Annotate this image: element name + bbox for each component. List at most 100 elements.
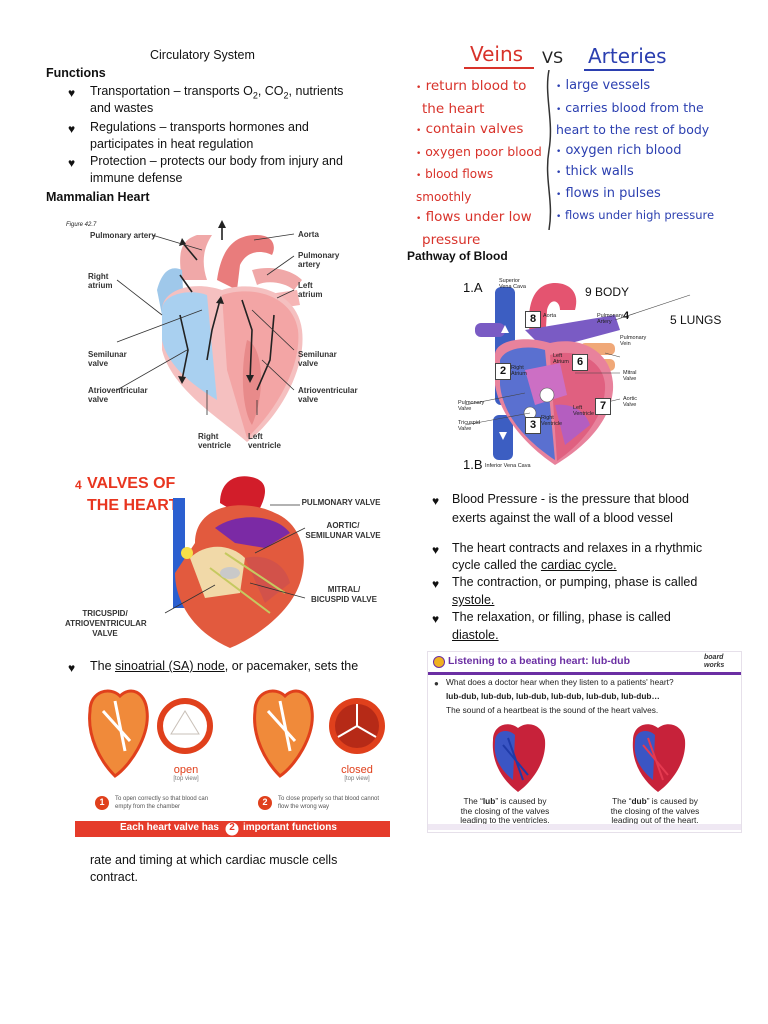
valves-title-line1: VALVES OF — [87, 475, 176, 492]
beating-hearts-image — [492, 724, 686, 792]
sa-node-line1: The sinoatrial (SA) node, or pacemaker, … — [90, 659, 359, 673]
mammalian-heart-figure: Figure 42.7 Pulmonary artery Aorta Pulmo… — [62, 220, 372, 455]
label-right-ventricle: Right ventricle — [198, 432, 231, 450]
heart-bullet-icon: ♥ — [68, 122, 76, 136]
banner-text-post: important functions — [243, 822, 337, 833]
function-protection: Protection – protects our body from inju… — [90, 154, 343, 168]
veins-list: • return blood to the heart • contain va… — [416, 78, 542, 248]
arteries-underline — [584, 69, 654, 71]
label-left-atrium: Left atrium — [298, 281, 323, 299]
valves-title-line2: THE HEART — [87, 497, 179, 514]
label-pulmonary-artery-right: Pulmonary artery — [298, 251, 340, 269]
cardiac-cycle-line2: cycle called the cardiac cycle. — [452, 558, 617, 572]
lub-caption: The “lub” is caused by the closing of th… — [460, 796, 550, 825]
slide-footer — [428, 824, 741, 830]
function-regulations: Regulations – transports hormones and — [90, 120, 309, 134]
step-4: 4 — [622, 310, 630, 322]
arteries-heading: Arteries — [588, 44, 667, 68]
heart-bullet-icon: ♥ — [68, 86, 76, 100]
label-9-body: 9 BODY — [585, 285, 630, 299]
systole-line1: The contraction, or pumping, phase is ca… — [452, 575, 698, 589]
label-left-ventricle: Left ventricle — [248, 432, 281, 450]
label-5-lungs: 5 LUNGS — [670, 313, 722, 327]
label-semilunar-left: Semilunar valve — [88, 350, 127, 368]
diastole-line1: The relaxation, or filling, phase is cal… — [452, 610, 671, 624]
heart-bullet-icon: ♥ — [68, 156, 76, 170]
step-7: 7 — [595, 398, 611, 415]
label-right-atrium: Right atrium — [88, 272, 113, 290]
functions-heading: Functions — [46, 66, 106, 80]
label-pulmonary-artery: Pulmonary artery — [90, 231, 156, 240]
function-protection-cont: immune defense — [90, 171, 183, 185]
label-mitral-valve: MITRAL/ BICUSPID VALVE — [311, 585, 377, 604]
function-desc-1: To open correctly so that blood can empt… — [115, 796, 209, 810]
banner-number: 2 — [229, 822, 235, 833]
label-av-left: Atrioventricular valve — [88, 386, 148, 404]
open-label: open — [173, 764, 199, 776]
blood-pressure-line1: Blood Pressure - is the pressure that bl… — [452, 492, 689, 506]
heart-bullet-icon: ♥ — [68, 661, 76, 675]
valve-functions-image — [75, 689, 390, 837]
valve-functions-figure: open [top view] closed [top view] 1 2 To… — [75, 681, 390, 837]
blood-pressure-line2: exerts against the wall of a blood vesse… — [452, 511, 673, 525]
ear-icon — [433, 656, 445, 668]
mammalian-heart-heading: Mammalian Heart — [46, 190, 150, 204]
heart-bullet-icon: ♥ — [432, 612, 440, 626]
function-number-1: 1 — [99, 797, 105, 807]
sa-node-line2: rate and timing at which cardiac muscle … — [90, 853, 338, 867]
arteries-list: • large vessels • carries blood from the… — [556, 78, 715, 222]
label-aortic-small: Aortic Valve — [623, 396, 638, 408]
four-valves-figure: 4 VALVES OF THE HEART PULMONARY VALVE AO… — [65, 473, 395, 653]
slide-title: Listening to a beating heart: lub-dub — [448, 655, 630, 667]
label-pv-small: Pulmonary Vein — [620, 335, 647, 347]
label-pa-small: Pulmonary Artery — [597, 313, 624, 325]
veins-heading: Veins — [470, 42, 524, 66]
closed-label: closed — [341, 764, 373, 776]
label-aorta: Aorta — [298, 230, 319, 239]
systole-term: systole. — [452, 593, 495, 607]
label-la-small: Left Atrium — [553, 353, 569, 365]
slide-sounds: lub-dub, lub-dub, lub-dub, lub-dub, lub-… — [446, 691, 660, 701]
dub-caption: The “dub” is caused by the closing of th… — [610, 796, 700, 825]
label-aorta-small: Aorta — [543, 313, 557, 319]
step-3: 3 — [525, 417, 541, 434]
figure-tag: Figure 42.7 — [66, 222, 97, 228]
label-1b: 1.B — [463, 457, 483, 472]
label-ivc-small: Inferior Vena Cava — [485, 463, 531, 469]
step-6: 6 — [572, 354, 588, 371]
function-transportation-cont: and wastes — [90, 101, 154, 115]
function-regulations-cont: participates in heat regulation — [90, 137, 254, 151]
sa-node-line3: contract. — [90, 870, 138, 884]
veins-underline — [464, 67, 534, 69]
banner-text-pre: Each heart valve has — [120, 822, 219, 833]
heart-bullet-icon: ♥ — [432, 577, 440, 591]
slide-statement: The sound of a heartbeat is the sound of… — [446, 705, 659, 715]
label-lv-small: Left Ventricle — [573, 405, 595, 417]
page-title: Circulatory System — [150, 48, 255, 62]
closed-sub-label: [top view] — [344, 776, 370, 782]
pathway-heading: Pathway of Blood — [407, 249, 508, 263]
question-bullet-icon: ● — [434, 679, 439, 688]
function-desc-2: To close properly so that blood cannot f… — [278, 796, 380, 810]
label-tricuspid-small: Tricuspid Valve — [458, 420, 481, 432]
slide-question: What does a doctor hear when they listen… — [446, 677, 674, 687]
slide-header — [428, 652, 741, 675]
label-ra-small: Right Atrium — [511, 365, 527, 377]
function-transportation: Transportation – transports O2, CO2, nut… — [90, 84, 344, 101]
lubdub-slide: Listening to a beating heart: lub-dub bo… — [427, 651, 742, 833]
heart-diagram-image — [116, 220, 303, 442]
veins-vs-arteries-chart: Veins VS Arteries • return blood to the … — [412, 42, 734, 248]
heart-bullet-icon: ♥ — [432, 543, 440, 557]
pathway-diagram: 1.A 1.B 9 BODY 5 LUNGS 2 3 4 6 7 8 Super… — [455, 275, 745, 475]
label-tricuspid-valve: TRICUSPID/ ATRIOVENTRICULAR VALVE — [65, 609, 147, 638]
label-svc: Superior Vena Cava — [499, 278, 526, 290]
label-mitral-small: Mitral Valve — [623, 370, 637, 382]
label-pulm-valve-small: Pulmonary Valve — [458, 400, 485, 412]
label-aortic-valve: AORTIC/ SEMILUNAR VALVE — [305, 521, 381, 540]
label-av-right: Atrioventricular valve — [298, 386, 358, 404]
step-8: 8 — [525, 311, 541, 328]
label-semilunar-right: Semilunar valve — [298, 350, 337, 368]
cardiac-cycle-line1: The heart contracts and relaxes in a rhy… — [452, 541, 703, 555]
function-number-2: 2 — [262, 797, 268, 807]
